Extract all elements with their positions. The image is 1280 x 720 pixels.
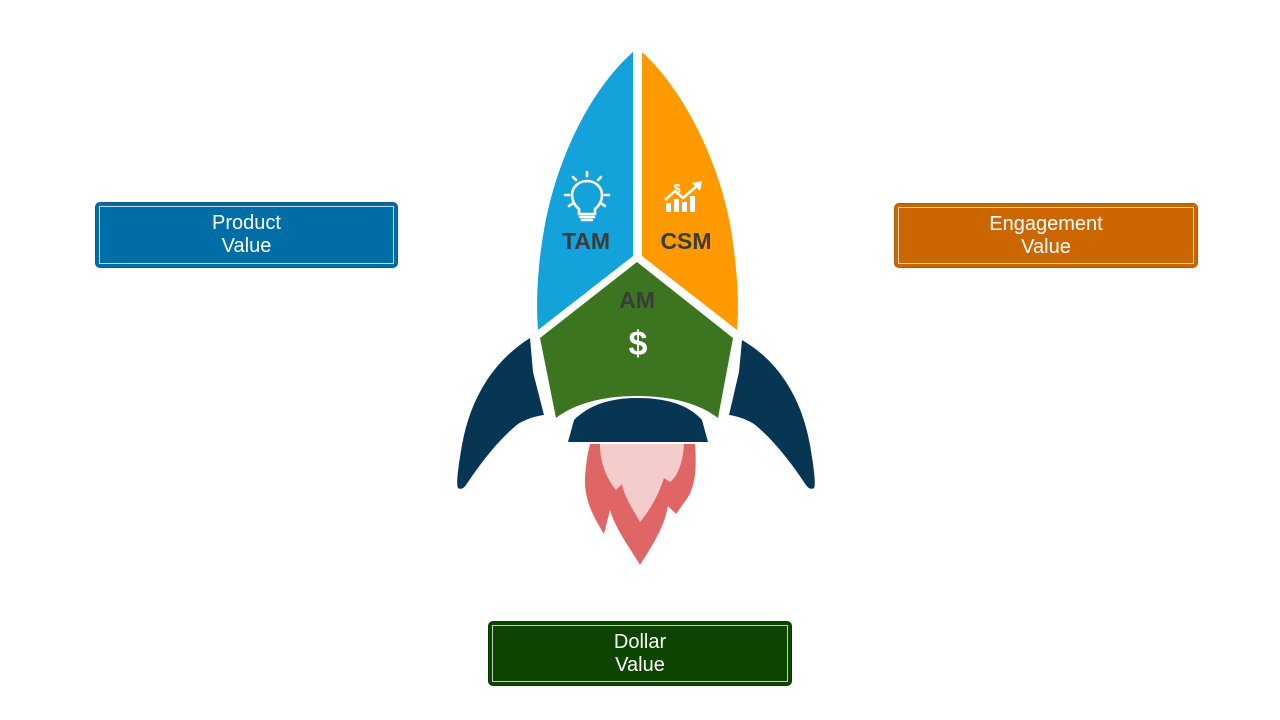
flame-inner (600, 444, 684, 522)
am-segment (540, 262, 733, 418)
engagement-value-line2: Value (1021, 235, 1071, 258)
engagement-value-inner: Engagement Value (898, 207, 1194, 264)
tam-segment (537, 52, 633, 330)
engagement-value-line1: Engagement (989, 212, 1103, 235)
dollar-value-line2: Value (615, 653, 665, 676)
right-fin (729, 340, 815, 489)
product-value-line1: Product (212, 212, 281, 234)
product-value-inner: Product Value (99, 206, 394, 264)
growth-chart-icon: $ (664, 181, 702, 212)
dollar-value-inner: Dollar Value (492, 625, 788, 682)
am-label: AM (619, 287, 655, 313)
dollar-value-box: Dollar Value (488, 621, 792, 686)
dollar-value-line1: Dollar (613, 630, 667, 653)
left-fin (457, 338, 544, 489)
rocket-nozzle (568, 398, 708, 442)
engagement-value-box: Engagement Value (894, 203, 1198, 268)
csm-label: CSM (660, 228, 711, 254)
tam-label: TAM (562, 228, 610, 254)
product-value-line2: Value (221, 235, 272, 257)
svg-text:$: $ (673, 181, 681, 196)
product-value-box: Product Value (95, 202, 398, 268)
dollar-icon: $ (629, 325, 648, 363)
lightbulb-icon (563, 170, 611, 222)
